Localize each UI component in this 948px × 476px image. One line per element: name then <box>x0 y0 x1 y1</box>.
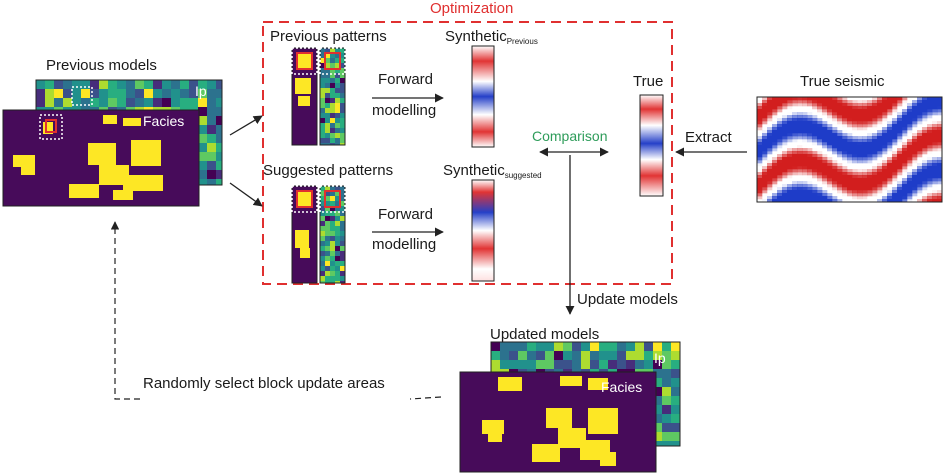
true-label: True <box>633 73 663 90</box>
updated-ip-label: Ip <box>654 350 666 366</box>
updated-models-label: Updated models <box>490 326 599 343</box>
facies-selection-inner <box>45 119 57 133</box>
pattern-marker-facies-bottom <box>291 185 318 213</box>
pattern-marker-facies-top-inner <box>296 52 313 70</box>
synthetic-suggested-label: Syntheticsuggested <box>443 162 542 180</box>
optimization-title: Optimization <box>430 0 513 17</box>
facies-selection-marker <box>39 114 63 140</box>
extract-label: Extract <box>685 129 733 146</box>
true-seismic-label: True seismic <box>800 73 885 90</box>
updated-facies-label: Facies <box>601 379 642 395</box>
previous-models-label: Previous models <box>46 57 157 74</box>
forward-label-bottom-1: Forward <box>378 206 433 223</box>
forward-label-top-2: modelling <box>372 102 436 119</box>
pattern-marker-facies-bottom-inner <box>296 190 313 208</box>
suggested-facies-pattern <box>291 185 318 284</box>
previous-ip-pattern <box>319 47 346 146</box>
random-select-label: Randomly select block update areas <box>143 375 385 392</box>
suggested-patterns-label: Suggested patterns <box>263 162 393 179</box>
previous-facies-label: Facies <box>143 113 184 129</box>
synthetic-previous-label: SyntheticPrevious <box>445 28 538 46</box>
pattern-marker-ip-bottom-inner <box>324 190 341 208</box>
update-models-label: Update models <box>577 291 678 308</box>
previous-ip-label: Ip <box>195 83 207 99</box>
comparison-label: Comparison <box>532 128 607 144</box>
forward-label-bottom-2: modelling <box>372 236 436 253</box>
pattern-marker-facies-top <box>291 47 318 75</box>
forward-label-top-1: Forward <box>378 71 433 88</box>
pattern-marker-ip-top-inner <box>324 52 341 70</box>
synthetic-previous-trace <box>471 45 495 148</box>
previous-facies-pattern <box>291 47 318 146</box>
arrow-to-previous-patterns <box>229 115 263 136</box>
pattern-marker-ip-bottom <box>319 185 346 213</box>
previous-patterns-label: Previous patterns <box>270 28 387 45</box>
updated-facies-model <box>459 371 657 473</box>
ip-selection-marker <box>71 86 93 106</box>
true-trace <box>639 94 664 197</box>
pattern-marker-ip-top <box>319 47 346 75</box>
previous-facies-model <box>2 109 200 207</box>
suggested-ip-pattern <box>319 185 346 284</box>
loop-line-1 <box>409 396 442 400</box>
arrow-to-suggested-patterns <box>229 182 263 207</box>
synthetic-suggested-trace <box>471 179 495 282</box>
loop-back-arrow <box>110 221 140 400</box>
true-seismic-image <box>756 96 943 203</box>
